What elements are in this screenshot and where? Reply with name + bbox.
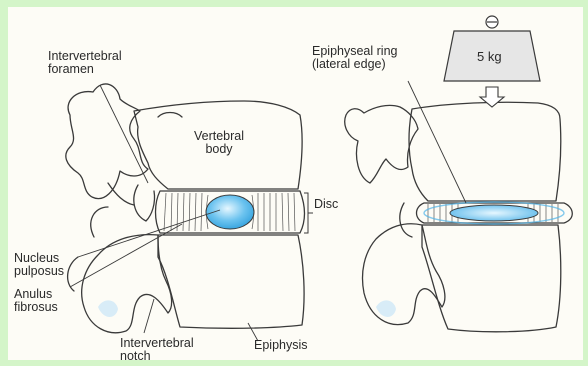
label-intervertebral-foramen: Intervertebral foramen: [48, 50, 122, 76]
left-vertebrae: [66, 84, 305, 333]
right-lower-body: [422, 225, 561, 332]
label-epiphysis: Epiphysis: [254, 339, 308, 352]
lower-vertebral-body: [158, 235, 304, 328]
label-intervertebral-notch: Intervertebral notch: [120, 337, 194, 360]
label-disc: Disc: [314, 198, 338, 211]
label-anulus-fibrosus: Anulus fibrosus: [14, 288, 58, 314]
diagram-paper: Intervertebral foramen Vertebral body Di…: [8, 7, 583, 360]
down-arrow-icon: [480, 87, 504, 107]
lower-vertebra-posterior: [82, 235, 172, 333]
right-nucleus-pulposus: [450, 205, 538, 221]
upper-vertebra-posterior: [66, 84, 148, 199]
label-weight: 5 kg: [477, 49, 502, 64]
label-vertebral-body: Vertebral body: [194, 130, 244, 156]
disc-bracket: [304, 193, 313, 233]
label-nucleus-pulposus: Nucleus pulposus: [14, 252, 64, 278]
label-epiphyseal-ring: Epiphyseal ring (lateral edge): [312, 45, 397, 71]
right-upper-body: [409, 102, 561, 201]
right-lower-posterior: [363, 224, 445, 325]
right-upper-posterior: [345, 105, 418, 183]
